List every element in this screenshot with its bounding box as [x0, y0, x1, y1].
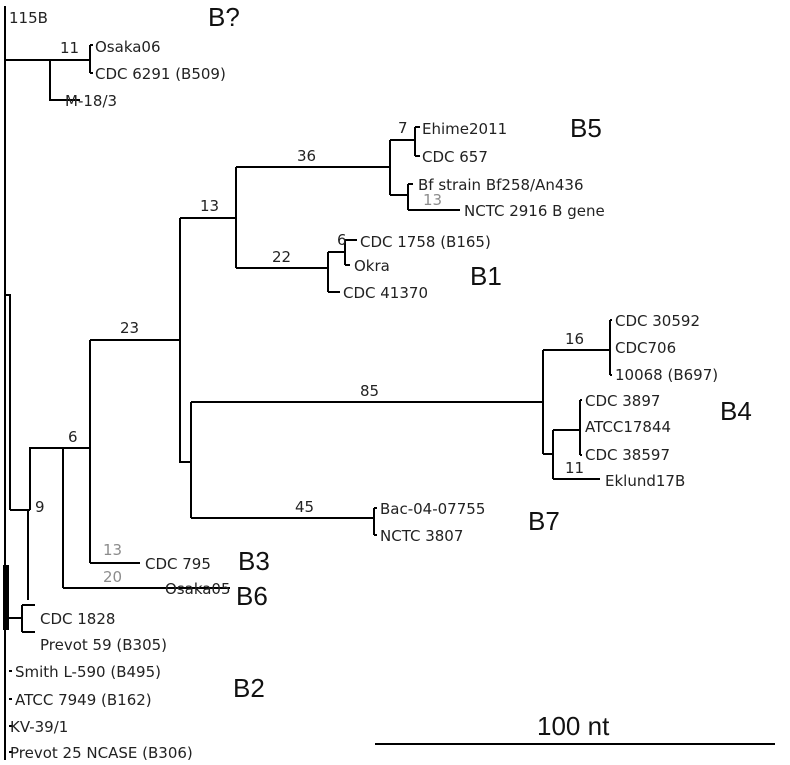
- clade-label-b7: B7: [528, 506, 560, 536]
- tip-CDC1758: CDC 1758 (B165): [360, 233, 491, 251]
- branch-osaka06-cdc6291: [50, 44, 93, 74]
- support-b3-group: 6: [68, 428, 78, 446]
- tip-CDC657: CDC 657: [422, 148, 488, 166]
- support-b4-clade: 85: [360, 382, 379, 400]
- branch-b4-inner: [553, 399, 582, 456]
- clade-label-b4: B4: [720, 396, 752, 426]
- support-b5-b1: 13: [200, 197, 219, 215]
- support-b4-top: 16: [565, 330, 584, 348]
- clade-label-b5: B5: [570, 113, 602, 143]
- clade-label-b6: B6: [236, 581, 268, 611]
- root-cluster-bar: [3, 565, 9, 630]
- tip-CDC41370: CDC 41370: [343, 284, 428, 302]
- branch-to-ehime: [390, 126, 420, 157]
- branch-b2-cdc1828: [9, 604, 35, 633]
- clade-label-b1: B1: [470, 261, 502, 291]
- tip-Ehime2011: Ehime2011: [422, 120, 507, 138]
- tip-CDC6291: CDC 6291 (B509): [95, 65, 226, 83]
- support-cdc795: 13: [103, 541, 122, 559]
- tip-labels: 115B Osaka06 CDC 6291 (B509) M-18/3 Ehim…: [9, 9, 718, 762]
- tip-Bf258: Bf strain Bf258/An436: [418, 176, 584, 194]
- branch-cdc1758-okra: [328, 239, 357, 266]
- tip-ATCC7949: ATCC 7949 (B162): [15, 691, 152, 709]
- tip-KV39-1: KV-39/1: [10, 718, 68, 736]
- tip-CDC1828: CDC 1828: [40, 610, 115, 628]
- tip-Okra: Okra: [354, 257, 390, 275]
- support-b5-clade: 36: [297, 147, 316, 165]
- tree-branches: [3, 6, 612, 760]
- tip-CDC795: CDC 795: [145, 555, 211, 573]
- branch-node-right-vertical: [179, 218, 191, 463]
- support-bf258-nctc2916: 13: [423, 191, 442, 209]
- tip-ATCC17844: ATCC17844: [585, 418, 671, 436]
- tip-Eklund17B: Eklund17B: [605, 472, 685, 490]
- clade-labels: B? B5 B1 B4 B7 B3 B6 B2: [208, 2, 752, 703]
- clade-label-b3: B3: [238, 546, 270, 576]
- support-cdc1758-okra: 6: [337, 231, 347, 249]
- tip-Prevot59: Prevot 59 (B305): [40, 636, 167, 654]
- support-values: 11 7 36 13 13 6 22 23 16 85 11 6 9 45 13…: [35, 39, 584, 586]
- support-b4-bottom: 11: [565, 459, 584, 477]
- clade-label-b-unknown: B?: [208, 2, 240, 32]
- tip-CDC30592: CDC 30592: [615, 312, 700, 330]
- support-b1-clade: 22: [272, 248, 291, 266]
- tip-B697: 10068 (B697): [615, 366, 718, 384]
- branch-b4-bottom: [543, 430, 600, 480]
- support-osaka06-cdc6291: 11: [60, 39, 79, 57]
- branch-to-node9: [5, 294, 28, 511]
- branch-to-b7: [191, 508, 375, 535]
- tip-SmithL590: Smith L-590 (B495): [15, 663, 161, 681]
- tip-M18-3: M-18/3: [65, 92, 117, 110]
- branch-to-node6: [29, 447, 63, 510]
- branch-b4-top: [543, 319, 612, 376]
- tip-Prevot25: Prevot 25 NCASE (B306): [10, 744, 193, 762]
- tip-115B: 115B: [9, 9, 48, 27]
- support-ehime-cdc657: 7: [398, 119, 408, 137]
- tip-CDC3897: CDC 3897: [585, 392, 660, 410]
- branch-b-unknown-split: [49, 60, 80, 101]
- tip-NCTC2916: NCTC 2916 B gene: [464, 202, 605, 220]
- support-b6-b3-group: 9: [35, 498, 45, 516]
- tip-NCTC3807: NCTC 3807: [380, 527, 463, 545]
- tip-Bac0407755: Bac-04-07755: [380, 500, 485, 518]
- branch-b7-tips: [374, 507, 377, 536]
- scale-bar-label: 100 nt: [537, 711, 610, 741]
- tip-Osaka05: Osaka05: [165, 580, 231, 598]
- support-osaka05: 20: [103, 568, 122, 586]
- support-b7-clade: 45: [295, 498, 314, 516]
- tip-CDC38597: CDC 38597: [585, 446, 670, 464]
- clade-label-b2: B2: [233, 673, 265, 703]
- branch-to-bf258-nctc2916: [390, 183, 460, 211]
- branch-b2-tips: [9, 670, 12, 753]
- support-b4-b7-b5-b1: 23: [120, 319, 139, 337]
- tip-CDC706: CDC706: [615, 339, 676, 357]
- tip-Osaka06: Osaka06: [95, 38, 161, 56]
